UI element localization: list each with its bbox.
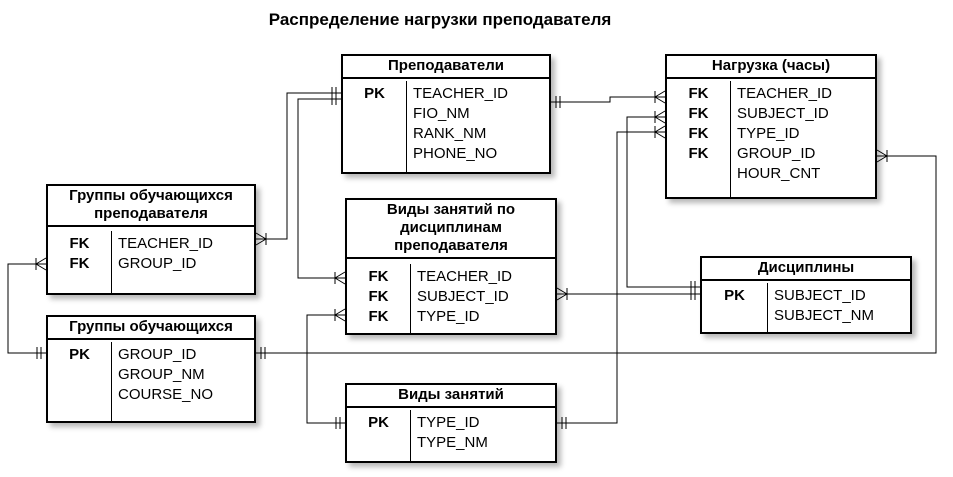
entity-lesson-types[interactable]: Виды занятий PK TYPE_ID TYPE_NM	[345, 383, 557, 463]
field-type-id[interactable]: TYPE_ID	[417, 308, 480, 325]
key-label: FK	[368, 308, 389, 325]
field-type-id[interactable]: TYPE_ID	[417, 414, 480, 431]
entity-groups-title: Группы обучающихся	[48, 317, 254, 340]
key-column: PK	[343, 81, 407, 172]
key-label: FK	[368, 268, 389, 285]
field-subject-nm[interactable]: SUBJECT_NM	[774, 307, 875, 324]
many-marker	[334, 308, 346, 316]
key-column: PK	[702, 283, 768, 332]
link-groups-teacher-groups	[7, 263, 46, 354]
key-label	[667, 164, 730, 184]
entity-subjects[interactable]: Дисциплины PK SUBJECT_ID SUBJECT_NM	[700, 256, 912, 334]
key-label: FK	[69, 255, 90, 272]
key-column: PK	[347, 410, 411, 461]
field-teacher-id[interactable]: TEACHER_ID	[118, 235, 214, 252]
key-label: FK	[688, 145, 709, 162]
entity-teachers[interactable]: Преподаватели PK TEACHER_ID FIO_NM RANK_…	[341, 54, 551, 174]
entity-teachers-title: Преподаватели	[343, 56, 549, 79]
field-column: TEACHER_ID SUBJECT_ID TYPE_ID	[411, 264, 555, 333]
link-lesson-types-workload	[557, 131, 665, 424]
key-label	[347, 433, 410, 453]
many-marker	[654, 125, 666, 133]
many-marker	[255, 232, 267, 240]
key-label	[343, 144, 406, 164]
key-label: FK	[688, 125, 709, 142]
field-teacher-id[interactable]: TEACHER_ID	[413, 85, 509, 102]
key-label	[702, 306, 767, 326]
field-subject-id[interactable]: SUBJECT_ID	[417, 288, 509, 305]
key-label: FK	[69, 235, 90, 252]
entity-teacher-groups[interactable]: Группы обучающихся преподавателя FK FK T…	[46, 184, 256, 295]
diagram-title: Распределение нагрузки преподавателя	[268, 10, 612, 29]
field-type-nm[interactable]: TYPE_NM	[417, 434, 488, 451]
field-column: SUBJECT_ID SUBJECT_NM	[768, 283, 910, 332]
entity-lesson-types-by-subject[interactable]: Виды занятий по дисциплинам преподавател…	[345, 198, 557, 335]
link-lesson-types-lesson-types-by-subject	[306, 314, 345, 424]
entity-subjects-title: Дисциплины	[702, 258, 910, 281]
many-marker	[255, 238, 267, 246]
field-column: TEACHER_ID GROUP_ID	[112, 231, 254, 293]
field-subject-id[interactable]: SUBJECT_ID	[774, 287, 866, 304]
many-marker	[35, 263, 47, 271]
many-marker	[876, 149, 888, 157]
key-column: PK	[48, 342, 112, 421]
field-column: GROUP_ID GROUP_NM COURSE_NO	[112, 342, 254, 421]
field-column: TYPE_ID TYPE_NM	[411, 410, 555, 461]
field-rank-nm[interactable]: RANK_NM	[413, 125, 487, 142]
link-teachers-workload	[551, 96, 665, 103]
many-marker	[334, 271, 346, 279]
entity-workload-title: Нагрузка (часы)	[667, 56, 875, 79]
field-teacher-id[interactable]: TEACHER_ID	[737, 85, 833, 102]
many-marker	[876, 155, 888, 163]
many-marker	[654, 96, 666, 104]
many-marker	[556, 293, 568, 301]
field-phone-no[interactable]: PHONE_NO	[413, 145, 498, 162]
key-label: PK	[368, 414, 389, 431]
field-group-nm[interactable]: GROUP_NM	[118, 366, 205, 383]
field-group-id[interactable]: GROUP_ID	[737, 145, 816, 162]
key-label	[48, 365, 111, 385]
many-marker	[654, 116, 666, 124]
many-marker	[35, 257, 47, 265]
key-label: PK	[724, 287, 745, 304]
field-course-no[interactable]: COURSE_NO	[118, 386, 214, 403]
field-fio-nm[interactable]: FIO_NM	[413, 105, 470, 122]
field-group-id[interactable]: GROUP_ID	[118, 346, 197, 363]
key-label: FK	[368, 288, 389, 305]
key-column: FK FK FK	[347, 264, 411, 333]
key-column: FK FK FK FK	[667, 81, 731, 197]
many-marker	[334, 277, 346, 285]
entity-groups[interactable]: Группы обучающихся PK GROUP_ID GROUP_NM …	[46, 315, 256, 423]
link-teachers-lesson-types-by-subject	[297, 98, 345, 279]
key-label: PK	[69, 346, 90, 363]
key-column: FK FK	[48, 231, 112, 293]
entity-lesson-types-by-subject-title: Виды занятий по дисциплинам преподавател…	[347, 200, 555, 259]
entity-lesson-types-title: Виды занятий	[347, 385, 555, 408]
many-marker	[334, 314, 346, 322]
field-teacher-id[interactable]: TEACHER_ID	[417, 268, 513, 285]
many-marker	[654, 90, 666, 98]
key-label: FK	[688, 85, 709, 102]
field-subject-id[interactable]: SUBJECT_ID	[737, 105, 829, 122]
key-label	[48, 385, 111, 405]
entity-workload[interactable]: Нагрузка (часы) FK FK FK FK TEACHER_ID S…	[665, 54, 877, 199]
link-teachers-teacher-groups	[256, 92, 341, 240]
many-marker	[654, 110, 666, 118]
many-marker	[556, 287, 568, 295]
many-marker	[654, 131, 666, 139]
field-type-id[interactable]: TYPE_ID	[737, 125, 800, 142]
key-label: PK	[364, 85, 385, 102]
field-column: TEACHER_ID FIO_NM RANK_NM PHONE_NO	[407, 81, 549, 172]
field-group-id[interactable]: GROUP_ID	[118, 255, 197, 272]
field-hour-cnt[interactable]: HOUR_CNT	[737, 165, 821, 182]
link-groups-workload	[256, 155, 937, 354]
entity-teacher-groups-title: Группы обучающихся преподавателя	[48, 186, 254, 227]
link-subjects-workload	[626, 116, 700, 288]
key-label: FK	[688, 105, 709, 122]
key-label	[343, 104, 406, 124]
key-label	[343, 124, 406, 144]
field-column: TEACHER_ID SUBJECT_ID TYPE_ID GROUP_ID H…	[731, 81, 875, 197]
